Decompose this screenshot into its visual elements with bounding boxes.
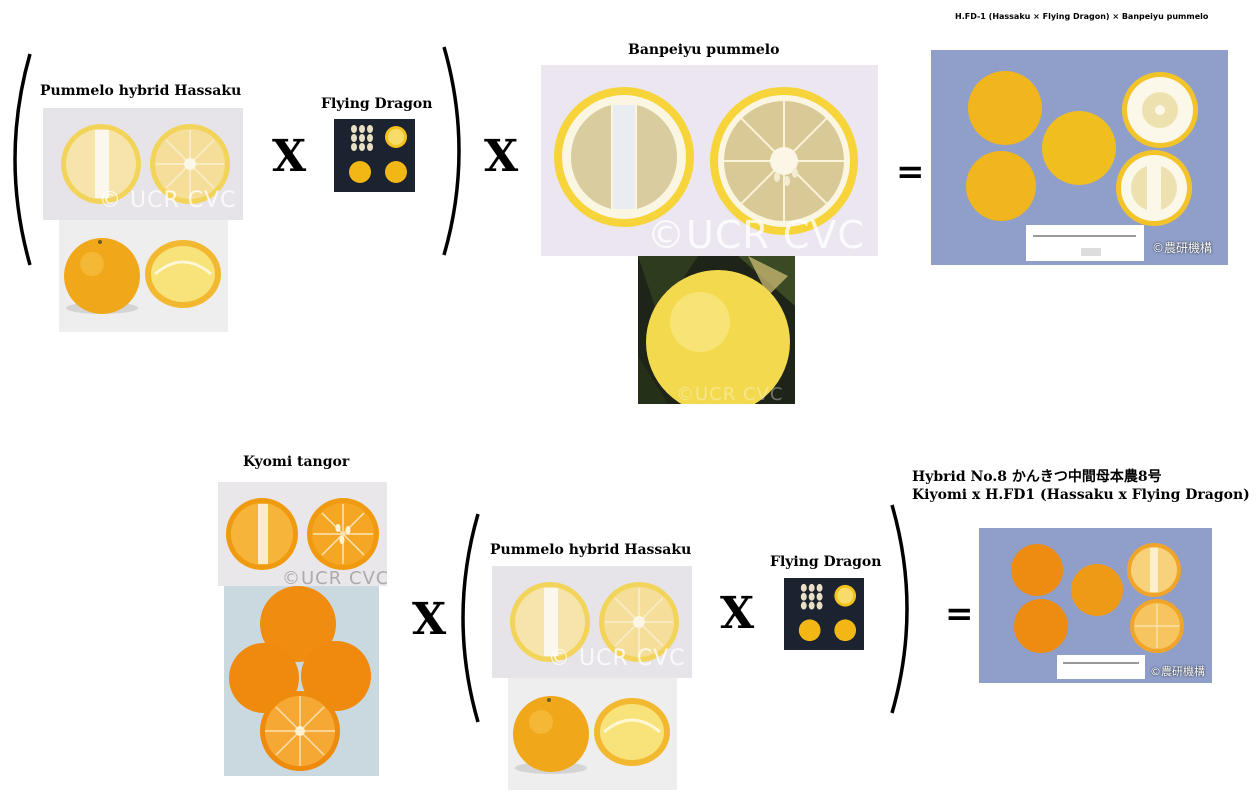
flying-dragon-photo-top bbox=[334, 119, 415, 192]
times-operator-top-1: X bbox=[272, 131, 307, 182]
flying-dragon-label-bottom: Flying Dragon bbox=[770, 554, 882, 570]
banpeiyu-halves-photo: ©UCR CVC bbox=[541, 65, 878, 256]
credit-result-top: ©農研機構 bbox=[1152, 241, 1213, 255]
hassaku-label-top: Pummelo hybrid Hassaku bbox=[40, 83, 242, 99]
credit-result-bottom: ©農研機構 bbox=[1150, 665, 1205, 678]
left-parenthesis-top bbox=[4, 52, 34, 267]
result-label-bottom-line2: Kiyomi x H.FD1 (Hassaku x Flying Dragon) bbox=[912, 487, 1250, 503]
result-photo-bottom: ©農研機構 bbox=[979, 528, 1212, 683]
result-label-top: H.FD-1 (Hassaku × Flying Dragon) × Banpe… bbox=[955, 12, 1209, 21]
watermark-banpeiyu-tree: ©UCR CVC bbox=[676, 384, 784, 404]
hassaku-halves-photo-bottom: © UCR CVC bbox=[492, 566, 692, 678]
times-operator-bottom-2: X bbox=[720, 588, 755, 639]
equals-operator-bottom: = bbox=[945, 594, 974, 634]
result-label-bottom-line1: Hybrid No.8 かんきつ中間母本農8号 bbox=[912, 469, 1162, 485]
banpeiyu-label: Banpeiyu pummelo bbox=[628, 42, 780, 58]
flying-dragon-label-top: Flying Dragon bbox=[321, 96, 433, 112]
flying-dragon-photo-bottom bbox=[784, 578, 864, 650]
left-parenthesis-bottom bbox=[452, 512, 482, 724]
hassaku-label-bottom: Pummelo hybrid Hassaku bbox=[490, 542, 692, 558]
kyomi-pile-photo bbox=[224, 586, 379, 776]
watermark-kyomi: ©UCR CVC bbox=[282, 568, 387, 586]
watermark-hassaku-bottom: © UCR CVC bbox=[548, 646, 686, 671]
kyomi-label: Kyomi tangor bbox=[243, 454, 350, 470]
watermark-hassaku-top: © UCR CVC bbox=[99, 188, 237, 213]
equals-operator-top: = bbox=[896, 152, 925, 192]
times-operator-top-2: X bbox=[484, 131, 519, 182]
result-photo-top: ©農研機構 bbox=[931, 50, 1228, 265]
hassaku-halves-photo-top: © UCR CVC bbox=[43, 108, 243, 220]
right-parenthesis-top bbox=[440, 45, 470, 257]
watermark-banpeiyu: ©UCR CVC bbox=[647, 213, 865, 256]
hassaku-whole-photo-bottom bbox=[508, 678, 677, 790]
kyomi-halves-photo: ©UCR CVC bbox=[218, 482, 387, 586]
banpeiyu-tree-photo: ©UCR CVC bbox=[638, 256, 795, 404]
right-parenthesis-bottom bbox=[888, 503, 918, 715]
hassaku-whole-photo-top bbox=[59, 220, 228, 332]
times-operator-bottom-1: X bbox=[412, 594, 447, 645]
